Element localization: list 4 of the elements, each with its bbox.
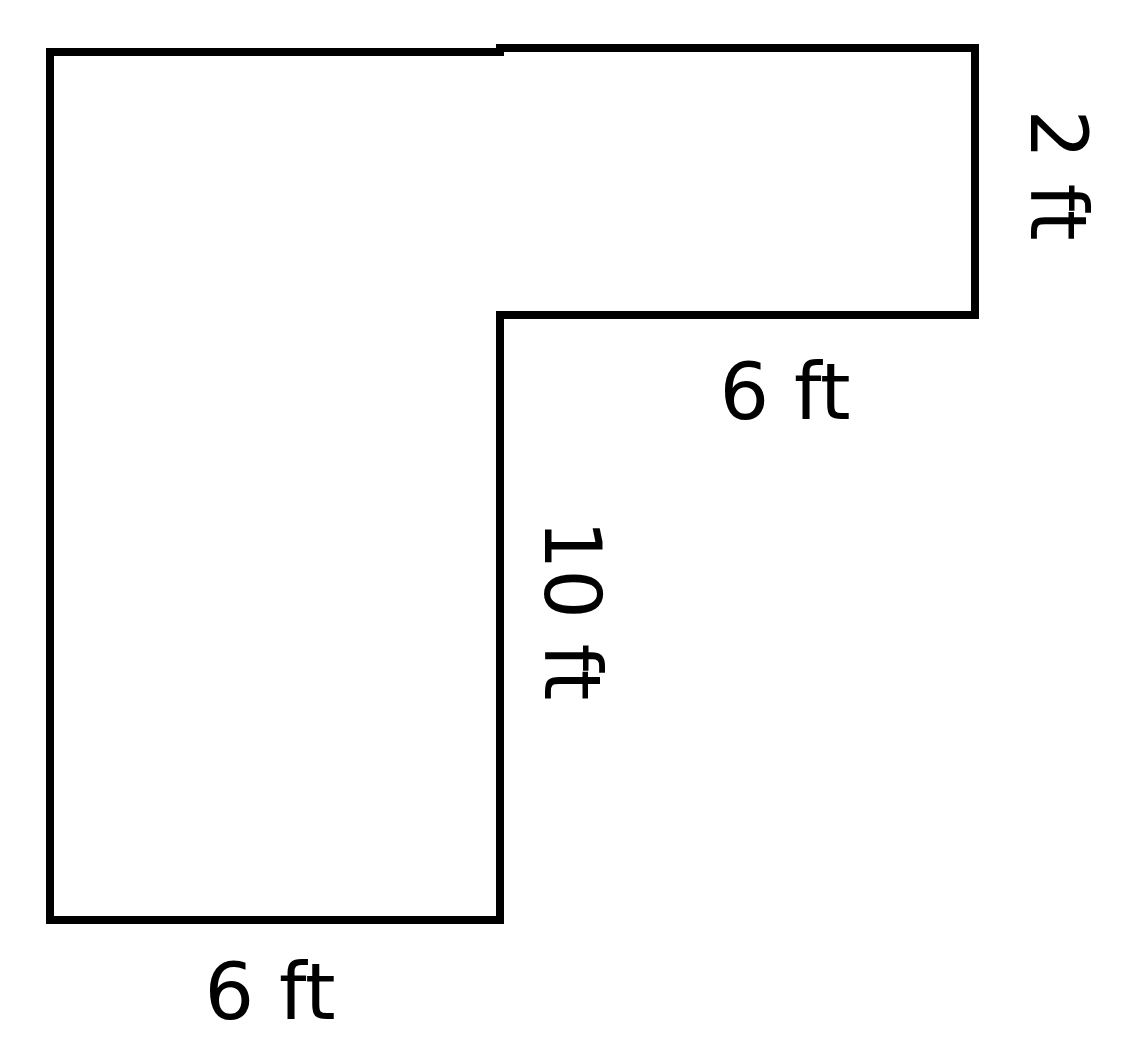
dimension-label: 6 ft [204, 953, 336, 1031]
dimension-label: 6 ft [719, 353, 851, 431]
dimension-label: 10 ft [532, 519, 611, 701]
dimension-label: 2 ft [1018, 109, 1097, 241]
